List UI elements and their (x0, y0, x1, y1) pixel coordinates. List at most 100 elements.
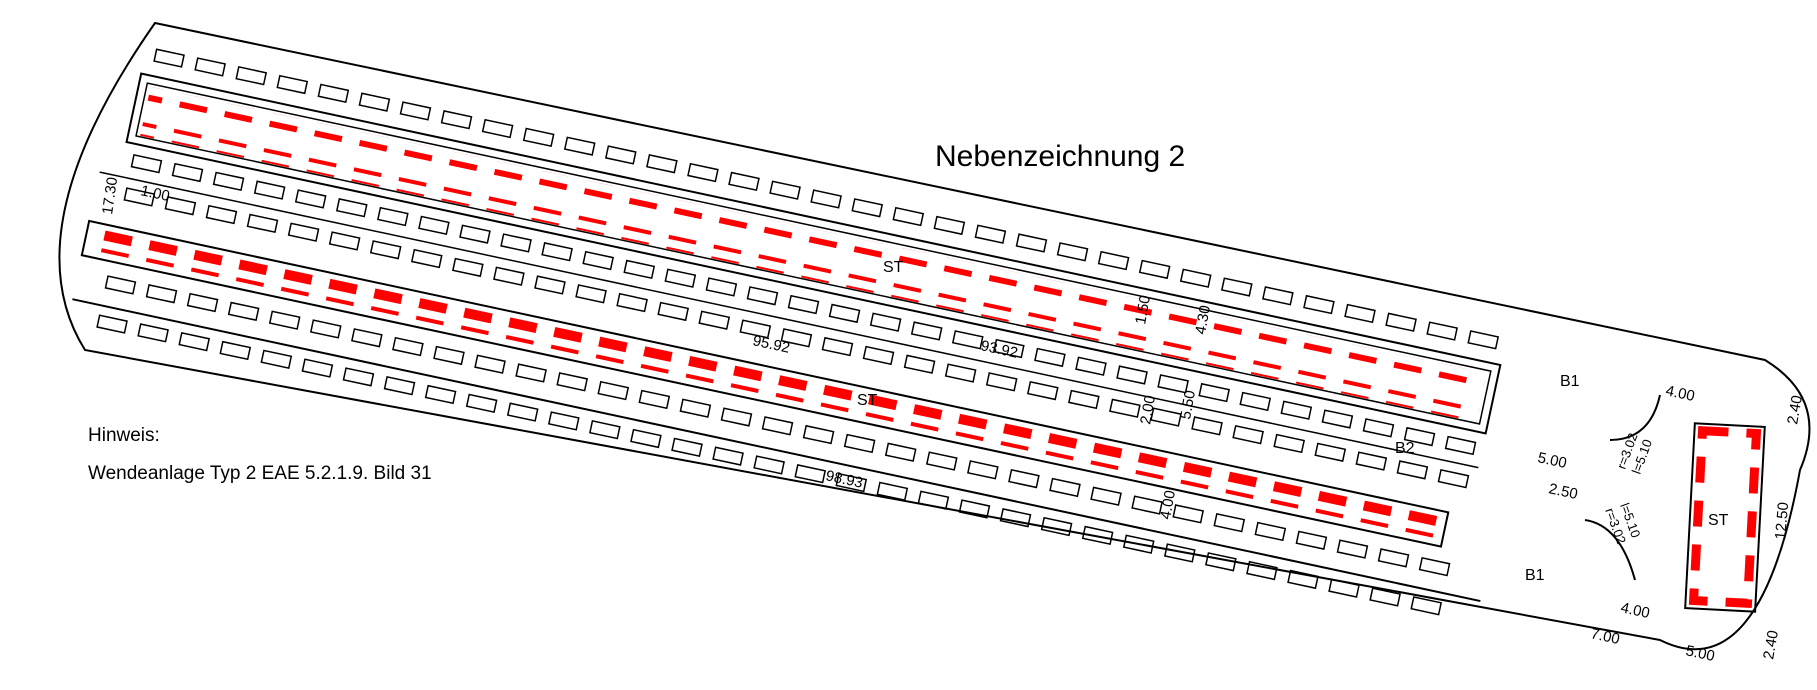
parking-stall (377, 206, 409, 227)
outer-boundary (58, 21, 1811, 651)
parking-stall (1179, 268, 1212, 288)
parking-stall (720, 407, 753, 427)
parking-stall (301, 358, 334, 378)
dimension-2-50: 2.50 (1547, 480, 1579, 503)
parking-stall (769, 180, 801, 200)
parking-stall (351, 328, 383, 348)
parking-stall (452, 257, 484, 278)
dimension-4-00-top: 4.00 (1664, 382, 1696, 405)
parking-stall (851, 198, 884, 218)
parking-stall (761, 416, 794, 436)
parking-stall (646, 154, 678, 174)
parking-stall (1163, 543, 1196, 563)
parking-stall (1314, 442, 1347, 462)
parking-stall (958, 499, 991, 519)
parking-stall (164, 196, 197, 216)
parking-stall (145, 284, 178, 304)
parking-stall (1355, 451, 1388, 471)
parking-stall (869, 312, 902, 332)
dimension-2-40-bottom: 2.40 (1760, 629, 1782, 661)
parking-stall (1008, 468, 1040, 489)
parking-stall (246, 213, 279, 234)
area-label-b2: B2 (1395, 440, 1415, 457)
parking-stall (1239, 391, 1272, 412)
parking-stall (657, 301, 690, 322)
parking-stall (705, 277, 738, 297)
parking-stall (1213, 512, 1246, 533)
parking-stall (623, 259, 656, 280)
parking-stall (664, 268, 697, 288)
parking-stall (227, 301, 260, 322)
parking-stall (1377, 548, 1410, 568)
parking-stall (1287, 569, 1319, 590)
parking-stall (1075, 356, 1107, 376)
parking-stall (506, 402, 539, 422)
parking-stall (1157, 374, 1189, 394)
parking-stall (1418, 556, 1451, 577)
parking-stall (1362, 418, 1395, 438)
parking-stall (753, 455, 785, 475)
parking-stall (974, 224, 1007, 244)
parking-stall (828, 303, 861, 324)
parking-stall (1068, 389, 1100, 410)
area-label-st-lower: ST (857, 392, 878, 409)
parking-stall (1116, 365, 1148, 385)
parking-stall (910, 321, 943, 341)
area-label-b1-top: B1 (1560, 373, 1580, 390)
parking-stall (728, 171, 760, 192)
dimension-5-00-right: 5.00 (1536, 449, 1568, 472)
parking-stall (1328, 578, 1360, 598)
upper-island-marking-bottom (140, 122, 1479, 423)
parking-stall (1015, 233, 1048, 253)
parking-stall (1150, 407, 1182, 427)
dimension-4-00-bottom: 4.00 (1619, 599, 1651, 622)
parking-stall (123, 187, 156, 207)
note-text: Wendeanlage Typ 2 EAE 5.2.1.9. Bild 31 (88, 463, 432, 484)
parking-stall (1437, 468, 1470, 489)
parking-stall (985, 372, 1018, 392)
dimension-95-92: 95.92 (751, 332, 791, 356)
parking-stall (1097, 250, 1130, 271)
parking-stall (433, 345, 465, 366)
parking-stall (1191, 416, 1223, 436)
parking-stall (276, 74, 309, 95)
parking-stall (481, 118, 514, 139)
parking-stall (153, 48, 185, 68)
parking-stall (171, 162, 204, 183)
parking-stall (698, 310, 731, 330)
parking-stall (630, 428, 662, 449)
parking-stall (999, 508, 1032, 528)
dimension-1-50: 1.50 (1132, 294, 1154, 326)
parking-stall (541, 242, 573, 262)
parking-stall (369, 240, 402, 260)
parking-stall (1034, 347, 1066, 368)
dimension-17-30: 17.30 (99, 176, 121, 216)
parking-stall (712, 446, 744, 466)
parking-stall (993, 338, 1025, 359)
parking-stall (268, 310, 301, 330)
parking-stall (903, 354, 936, 374)
parking-stall (1262, 286, 1294, 306)
parking-stall (137, 323, 169, 343)
parking-stall (418, 215, 450, 236)
parking-stall (424, 384, 457, 405)
parking-stall (253, 180, 286, 200)
parking-stall (392, 336, 424, 357)
dimension-5-00-bottom: 5.00 (1684, 642, 1716, 665)
parking-stall (1254, 521, 1287, 542)
parking-stall (1369, 587, 1401, 607)
parking-stall (679, 398, 712, 418)
parking-stall (383, 375, 416, 396)
dimension-2-00: 2.00 (1137, 394, 1159, 426)
parking-stall (399, 101, 432, 121)
parking-stall (821, 336, 854, 357)
dimension-4-30: 4.30 (1192, 304, 1214, 336)
dimension-5-50: 5.50 (1177, 389, 1199, 421)
dimension-93-92: 93.92 (979, 337, 1019, 361)
parking-stall (96, 314, 128, 334)
area-label-b1-bottom: B1 (1525, 567, 1545, 584)
parking-stall (1205, 552, 1237, 572)
parking-stall (522, 127, 555, 148)
parking-stall (671, 437, 703, 458)
parking-stall (1396, 460, 1429, 480)
